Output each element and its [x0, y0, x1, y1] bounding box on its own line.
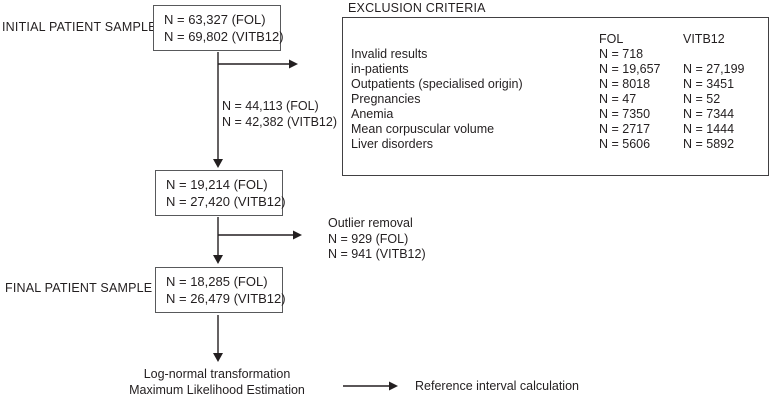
initial-patient-sample-label: INITIAL PATIENT SAMPLE: [2, 20, 157, 34]
table-row-criterion: Pregnancies: [351, 92, 421, 106]
outlier-removal-title: Outlier removal: [328, 216, 413, 230]
outlier-fol-count: N = 929 (FOL): [328, 231, 409, 246]
exclusion-criteria-box: FOL VITB12 Invalid results N = 718 in-pa…: [342, 17, 769, 176]
arrow-second-to-final: [213, 217, 223, 264]
excluded-counts-annotation: N = 44,113 (FOL) N = 42,382 (VITB12): [222, 98, 337, 130]
table-row-vitb12: [683, 47, 771, 62]
final-sample-box: N = 18,285 (FOL) N = 26,479 (VITB12): [155, 267, 286, 313]
excluded-vitb12-count: N = 42,382 (VITB12): [222, 115, 337, 129]
arrow-branch-to-outlier-removal: [218, 230, 302, 240]
outlier-removal-annotation: Outlier removal N = 929 (FOL) N = 941 (V…: [328, 216, 426, 263]
table-row-vitb12: N = 7344: [683, 107, 735, 121]
post-exclusion-fol-count: N = 19,214 (FOL): [166, 177, 268, 192]
table-row-criterion: in-patients: [351, 62, 409, 76]
table-row-vitb12: N = 5892: [683, 137, 735, 151]
table-row-vitb12: N = 52: [683, 92, 721, 106]
table-row-fol: N = 2717: [599, 122, 651, 136]
table-row-fol: N = 5606: [599, 137, 651, 151]
table-row-criterion: Anemia: [351, 107, 394, 121]
table-header-criterion: [351, 32, 599, 47]
table-row-fol: N = 7350: [599, 107, 651, 121]
exclusion-criteria-table: FOL VITB12 Invalid results N = 718 in-pa…: [351, 32, 771, 152]
log-normal-transformation-line: Log-normal transformation: [143, 367, 291, 381]
table-row-vitb12: N = 27,199: [683, 62, 745, 76]
table-row-criterion: Invalid results: [351, 47, 428, 61]
table-row-criterion: Liver disorders: [351, 137, 433, 151]
table-row-vitb12: N = 3451: [683, 77, 735, 91]
table-row-fol: N = 19,657: [599, 62, 661, 76]
maximum-likelihood-line: Maximum Likelihood Estimation: [129, 382, 305, 397]
arrow-final-to-transformation: [213, 315, 223, 362]
transformation-note: Log-normal transformation Maximum Likeli…: [67, 367, 367, 398]
reference-interval-label: Reference interval calculation: [415, 379, 579, 393]
arrow-branch-to-exclusion-criteria: [218, 59, 298, 69]
table-row-criterion: Mean corpuscular volume: [351, 122, 495, 136]
initial-sample-vitb12-count: N = 69,802 (VITB12): [164, 29, 284, 44]
initial-sample-fol-count: N = 63,327 (FOL): [164, 12, 266, 27]
table-row-criterion: Outpatients (specialised origin): [351, 77, 523, 91]
final-sample-fol-count: N = 18,285 (FOL): [166, 274, 268, 289]
table-header-vitb12: VITB12: [683, 32, 725, 46]
excluded-fol-count: N = 44,113 (FOL): [222, 99, 319, 113]
post-exclusion-sample-box: N = 19,214 (FOL) N = 27,420 (VITB12): [155, 170, 286, 216]
final-patient-sample-label: FINAL PATIENT SAMPLE: [5, 281, 153, 295]
table-row-fol: N = 8018: [599, 77, 651, 91]
outlier-vitb12-count: N = 941 (VITB12): [328, 247, 426, 261]
initial-sample-box: N = 63,327 (FOL) N = 69,802 (VITB12): [153, 5, 284, 51]
table-row-vitb12: N = 1444: [683, 122, 735, 136]
table-header-fol: FOL: [599, 32, 624, 46]
post-exclusion-vitb12-count: N = 27,420 (VITB12): [166, 194, 286, 209]
exclusion-criteria-title: EXCLUSION CRITERIA: [348, 1, 486, 15]
table-row-fol: N = 47: [599, 92, 637, 106]
table-row-fol: N = 718: [599, 47, 644, 61]
final-sample-vitb12-count: N = 26,479 (VITB12): [166, 291, 286, 306]
